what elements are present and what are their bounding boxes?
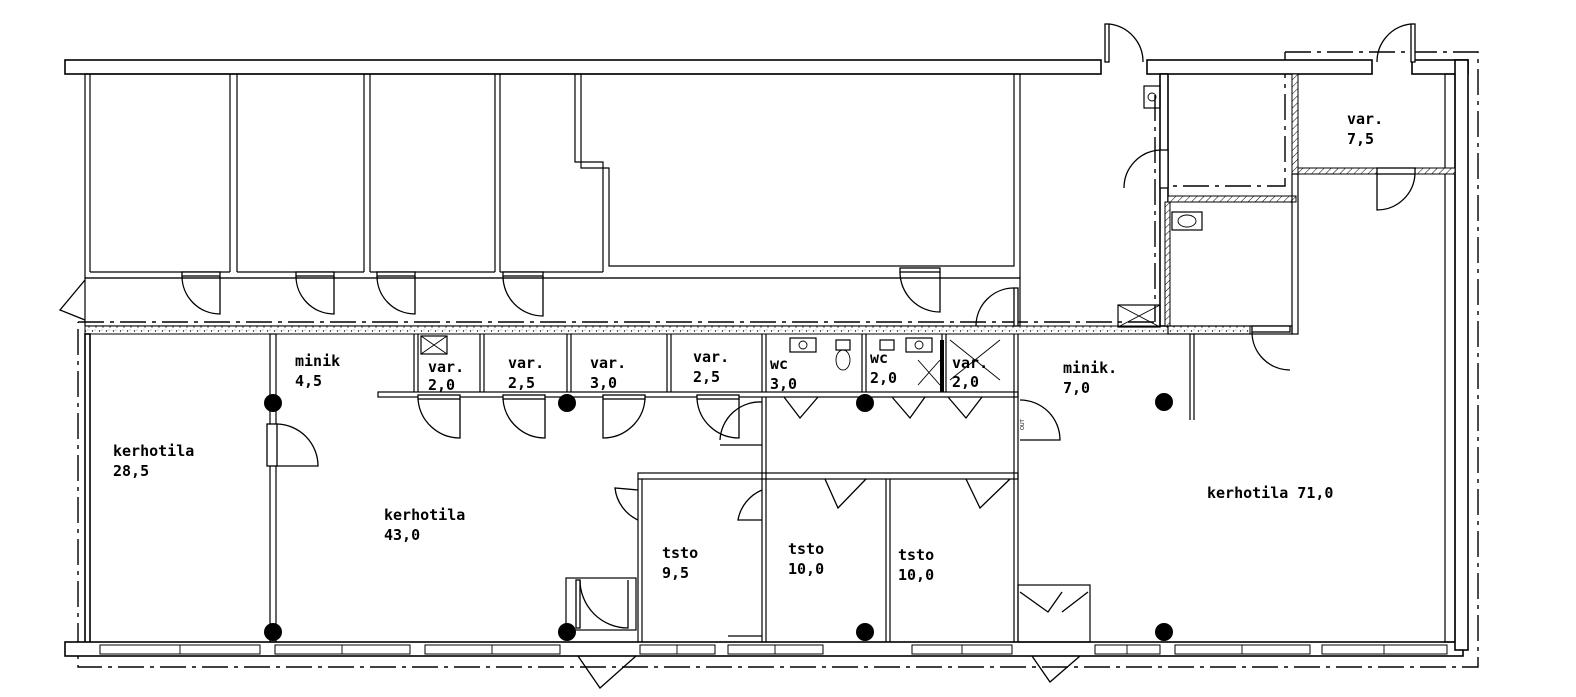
room-name: kerhotila 71,0 [1207,484,1333,502]
room-name: var. [952,354,988,372]
room-name: tsto [662,544,698,562]
windows [99,644,1448,655]
room-area: 2,5 [693,368,720,386]
room-name: var. [590,354,626,372]
room-area: 3,0 [590,374,617,392]
columns [264,393,1173,641]
room-area: 2,5 [508,374,535,392]
svg-text:OUT: OUT [1020,418,1026,430]
room-name: kerhotila [384,506,465,524]
room-area: 2,0 [428,376,455,394]
room-name: var. [428,358,464,376]
room-name: tsto [898,546,934,564]
room-name: wc [770,355,788,373]
room-name: minik [295,352,340,370]
room-name: var. [693,348,729,366]
room-labels: kerhotila 28,5 minik 4,5 var. 2,0 var. 2… [113,110,1383,584]
room-area: 7,5 [1347,130,1374,148]
room-area: 9,5 [662,564,689,582]
room-name: minik. [1063,359,1117,377]
room-area: 2,0 [952,373,979,391]
room-name: var. [1347,110,1383,128]
room-name: var. [508,354,544,372]
room-area: 2,0 [870,369,897,387]
room-area: 43,0 [384,526,420,544]
room-name: wc [870,349,888,367]
room-area: 28,5 [113,462,149,480]
room-area: 10,0 [788,560,824,578]
room-name: kerhotila [113,442,194,460]
fixtures: OUT [420,85,1203,430]
partitions [269,333,1195,643]
room-area: 10,0 [898,566,934,584]
room-area: 7,0 [1063,379,1090,397]
doors [58,23,1416,689]
room-area: 3,0 [770,375,797,393]
room-name: tsto [788,540,824,558]
room-area: 4,5 [295,372,322,390]
upper-wing [64,59,1469,327]
